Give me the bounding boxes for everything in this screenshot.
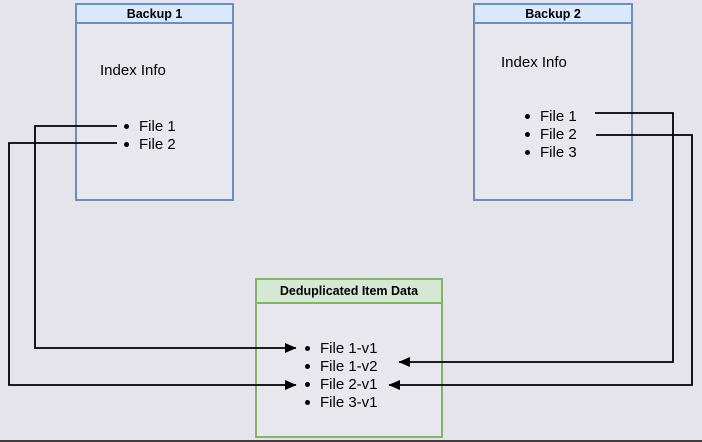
dedup-title: Deduplicated Item Data <box>279 284 419 298</box>
backup2-box: Backup 2 <box>473 3 633 201</box>
bullet-icon <box>305 381 310 387</box>
list-item-label: File 3-v1 <box>320 393 378 411</box>
list-item: File 1-v1 <box>305 339 378 357</box>
dedup-file-list: File 1-v1 File 1-v2 File 2-v1 File 3-v1 <box>305 339 378 411</box>
bullet-icon <box>305 399 310 405</box>
list-item-label: File 1 <box>540 107 577 125</box>
window-bottom-edge <box>0 440 702 442</box>
list-item-label: File 2 <box>139 135 176 153</box>
list-item: File 2 <box>124 135 176 153</box>
list-item-label: File 1-v2 <box>320 357 378 375</box>
list-item-label: File 1-v1 <box>320 339 378 357</box>
backup1-box: Backup 1 <box>75 3 234 201</box>
list-item: File 1-v2 <box>305 357 378 375</box>
backup2-title: Backup 2 <box>525 6 581 21</box>
bullet-icon <box>124 123 129 129</box>
backup2-file-list: File 1 File 2 File 3 <box>525 107 577 161</box>
bullet-icon <box>525 113 530 119</box>
backup1-title: Backup 1 <box>126 6 183 21</box>
backup2-index-info-label: Index Info <box>501 54 567 71</box>
list-item-label: File 3 <box>540 143 577 161</box>
backup1-header: Backup 1 <box>77 5 232 24</box>
list-item: File 3 <box>525 143 577 161</box>
list-item: File 2-v1 <box>305 375 378 393</box>
list-item: File 3-v1 <box>305 393 378 411</box>
backup1-file-list: File 1 File 2 <box>124 117 176 153</box>
dedup-header: Deduplicated Item Data <box>257 280 441 304</box>
list-item: File 2 <box>525 125 577 143</box>
backup2-header: Backup 2 <box>475 5 631 24</box>
bullet-icon <box>525 149 530 155</box>
list-item-label: File 1 <box>139 117 176 135</box>
list-item-label: File 2 <box>540 125 577 143</box>
backup1-index-info-label: Index Info <box>100 62 166 79</box>
list-item: File 1 <box>124 117 176 135</box>
list-item-label: File 2-v1 <box>320 375 378 393</box>
bullet-icon <box>525 131 530 137</box>
bullet-icon <box>124 141 129 147</box>
bullet-icon <box>305 363 310 369</box>
bullet-icon <box>305 345 310 351</box>
list-item: File 1 <box>525 107 577 125</box>
